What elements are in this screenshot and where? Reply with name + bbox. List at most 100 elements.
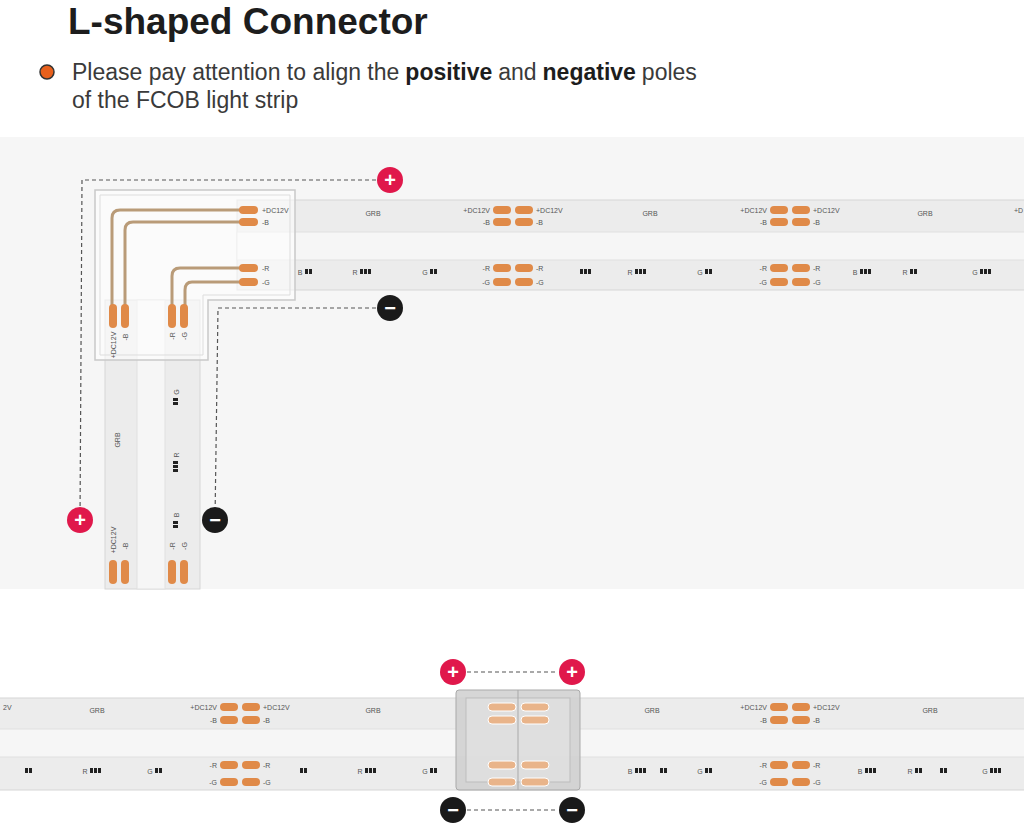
led-chip xyxy=(430,768,433,773)
led-chip xyxy=(300,768,303,773)
chip-color-label: B xyxy=(858,768,863,775)
solder-pad xyxy=(792,778,810,786)
pin-label: -B xyxy=(122,334,129,341)
led-chip xyxy=(865,768,868,773)
led-chip xyxy=(998,768,1001,773)
pin-label: -R xyxy=(760,265,767,272)
solder-pad xyxy=(770,218,788,226)
chip-color-label: G xyxy=(972,269,977,276)
pin-label: -B xyxy=(210,717,217,724)
chip-color-label: R xyxy=(173,452,180,457)
led-chip xyxy=(984,269,987,274)
pin-label: -R xyxy=(760,762,767,769)
led-chip xyxy=(369,768,372,773)
negative-pole-marker: − xyxy=(377,295,403,321)
chip-color-label: R xyxy=(902,269,907,276)
solder-pad xyxy=(792,218,810,226)
pin-label: -G xyxy=(759,779,767,786)
pole-sign: + xyxy=(384,170,396,190)
led-chip xyxy=(430,269,433,274)
solder-pad xyxy=(180,560,188,584)
led-chip xyxy=(860,269,863,274)
pin-label: -G xyxy=(263,779,271,786)
chip-color-label: R xyxy=(627,269,632,276)
wire xyxy=(112,210,247,318)
solder-pad xyxy=(109,304,117,328)
solder-pad xyxy=(121,560,129,584)
solder-pad xyxy=(770,761,788,769)
chip-color-label: G xyxy=(173,389,180,394)
led-chip xyxy=(98,768,101,773)
pin-label: -G xyxy=(536,279,544,286)
led-chip xyxy=(869,768,872,773)
pin-label: +DC12V xyxy=(110,527,117,554)
led-chip xyxy=(90,768,93,773)
led-chip xyxy=(910,269,913,274)
chip-color-label: R xyxy=(907,768,912,775)
pin-label: -G xyxy=(813,779,821,786)
l-connector-inner xyxy=(100,195,290,355)
led-chip xyxy=(944,768,947,773)
led-chip xyxy=(305,269,308,274)
solder-pad xyxy=(121,304,129,328)
pin-label: -G xyxy=(181,542,188,550)
led-chip xyxy=(988,269,991,274)
contact xyxy=(488,778,516,786)
solder-pad xyxy=(792,206,810,214)
led-chip xyxy=(940,768,943,773)
led-chip xyxy=(29,768,32,773)
led-chip xyxy=(368,269,371,274)
led-chip xyxy=(915,768,918,773)
pin-label: -B xyxy=(263,717,270,724)
led-chip xyxy=(635,768,638,773)
pin-label: -R xyxy=(263,762,270,769)
pin-label: -R xyxy=(536,265,543,272)
chip-color-label: B xyxy=(173,513,180,518)
led-chip xyxy=(360,269,363,274)
pin-label: -B xyxy=(760,219,767,226)
contact xyxy=(521,703,549,711)
negative-pole-marker: − xyxy=(202,507,228,533)
led-chip xyxy=(94,768,97,773)
pin-label: +DC12V xyxy=(190,704,217,711)
solder-pad xyxy=(239,264,258,272)
pole-sign: + xyxy=(74,510,86,530)
pin-label: -R xyxy=(169,332,176,339)
pin-label: -B xyxy=(813,219,820,226)
solder-pad xyxy=(770,206,788,214)
chip-color-label: B xyxy=(853,269,858,276)
led-chip xyxy=(643,269,646,274)
led-chip xyxy=(373,768,376,773)
chip-color-label: B xyxy=(628,768,633,775)
pin-label: -B xyxy=(483,219,490,226)
pin-label: GRB xyxy=(644,707,659,714)
cob-band xyxy=(237,232,1024,260)
dashed-leader xyxy=(215,308,376,506)
solder-pad xyxy=(493,218,511,226)
solder-pad xyxy=(770,778,788,786)
led-chip xyxy=(580,269,583,274)
led-chip xyxy=(660,768,663,773)
led-chip xyxy=(709,269,712,274)
pin-label: GRB xyxy=(642,210,657,217)
solder-pad xyxy=(792,278,810,286)
pin-label: -G xyxy=(209,779,217,786)
note: Please pay attention to align thepositiv… xyxy=(72,58,852,114)
connector-wires xyxy=(112,210,247,318)
pin-label: -G xyxy=(482,279,490,286)
led-chip xyxy=(173,461,178,464)
note-text: and xyxy=(498,59,536,85)
led-chip xyxy=(643,768,646,773)
led-chip xyxy=(309,269,312,274)
solder-pad xyxy=(792,716,810,724)
positive-pole-marker: + xyxy=(559,659,585,685)
chip-color-label: G xyxy=(697,269,702,276)
pin-label: +DC12V xyxy=(263,704,290,711)
solder-pad xyxy=(515,218,533,226)
contact xyxy=(488,716,516,724)
chip-color-label: R xyxy=(82,768,87,775)
solder-pad xyxy=(792,264,810,272)
led-chip xyxy=(173,521,178,524)
solder-pad xyxy=(792,761,810,769)
